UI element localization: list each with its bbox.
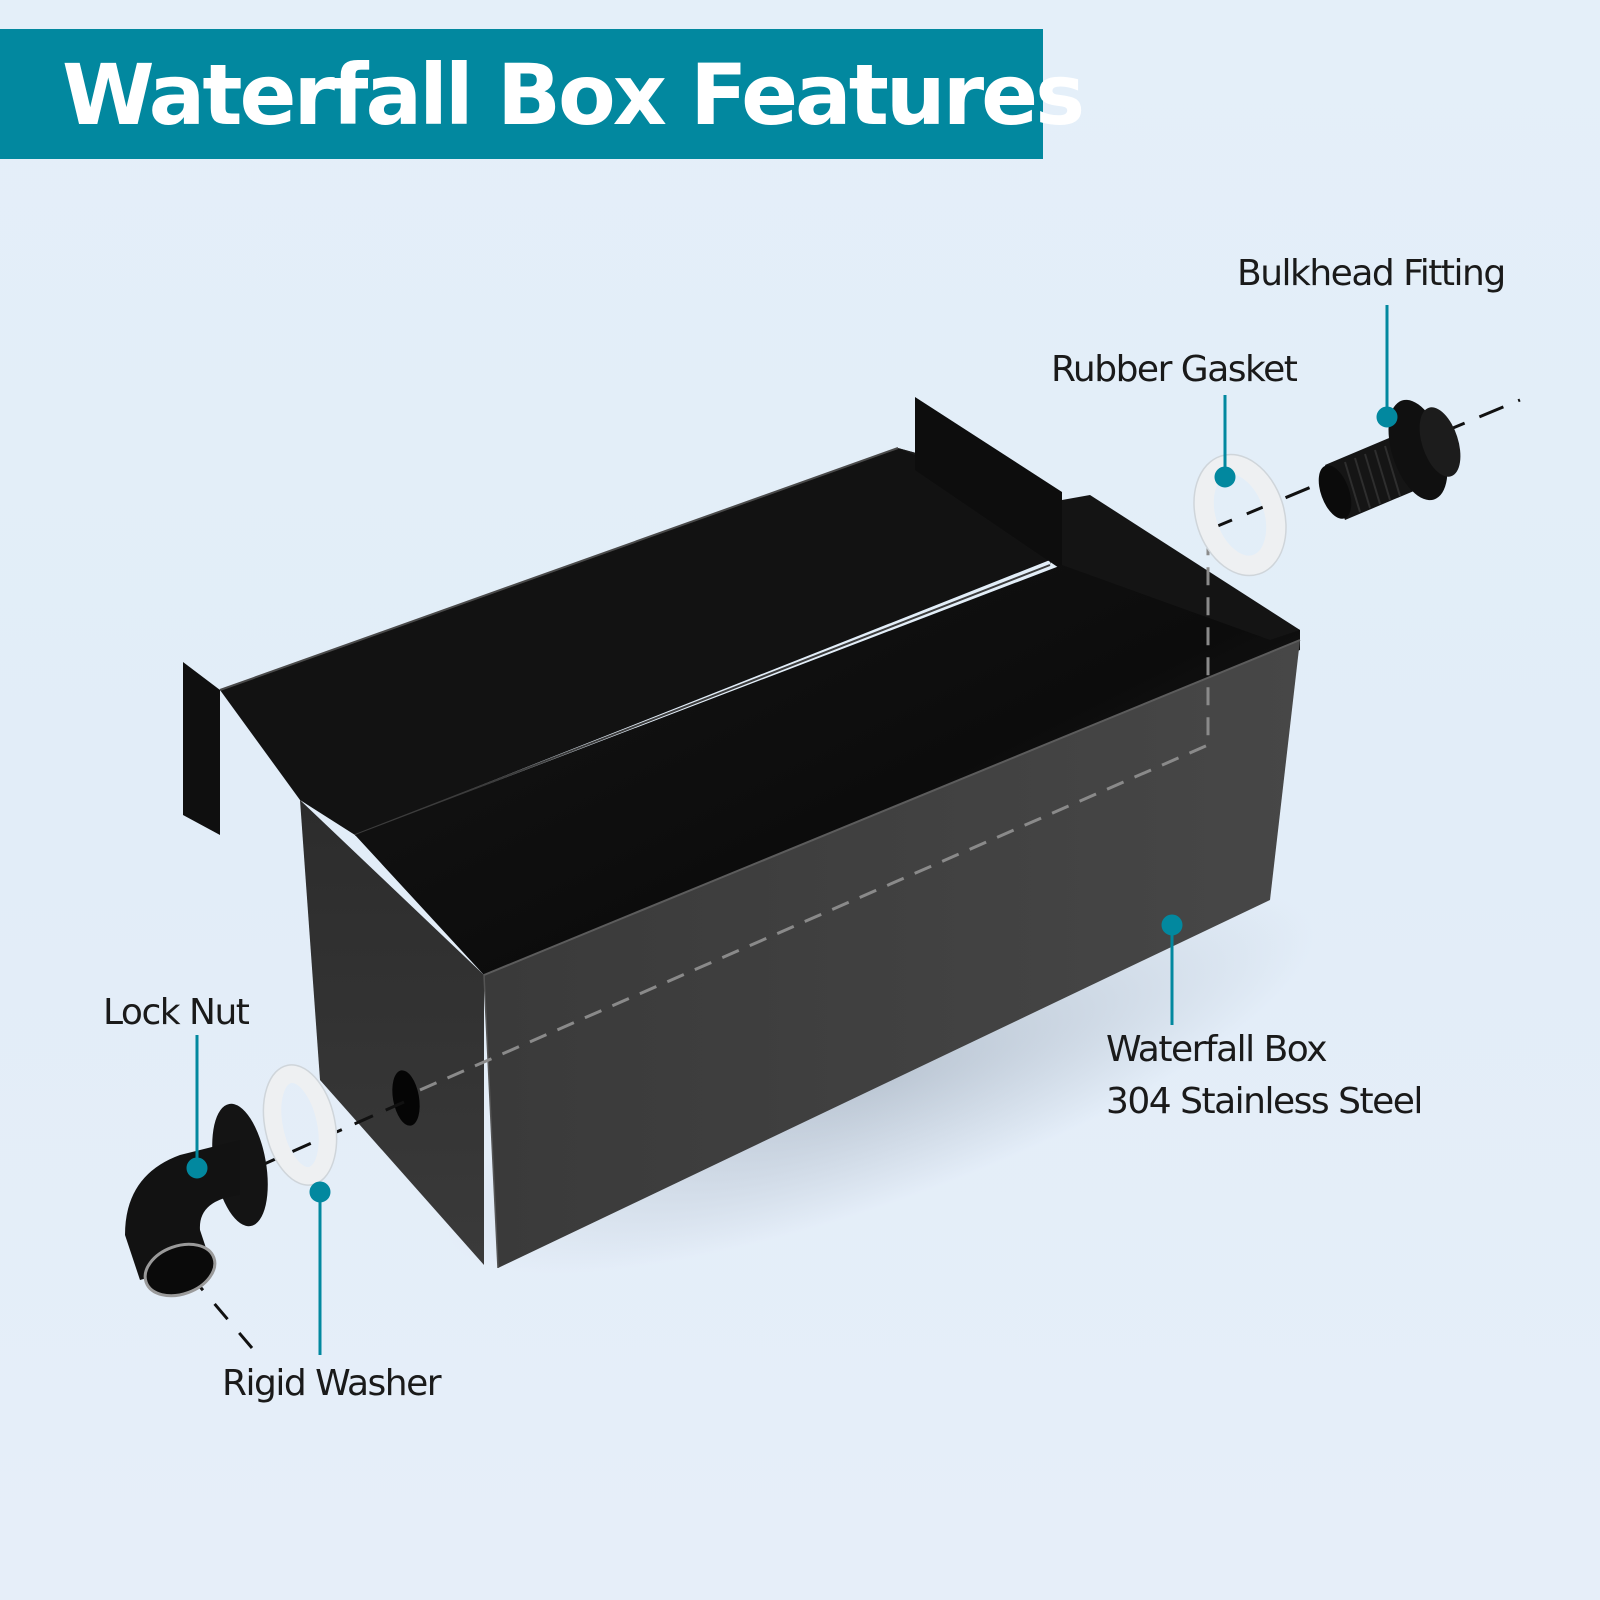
title-banner: Waterfall Box Features (0, 29, 1085, 159)
label-material: 304 Stainless Steel (1106, 1081, 1423, 1122)
label-bulkhead-fitting: Bulkhead Fitting (1237, 253, 1506, 294)
label-waterfall-box: Waterfall Box (1106, 1029, 1328, 1070)
rigid-washer-dot (309, 1181, 331, 1203)
waterfall-box (183, 397, 1301, 1269)
lock-nut-dot (186, 1157, 208, 1179)
bulkhead-fitting-dot (1376, 406, 1398, 428)
drain-hole (392, 1070, 420, 1126)
callout-leaders (186, 305, 1398, 1355)
lock-nut (125, 1103, 268, 1298)
label-rigid-washer: Rigid Washer (222, 1363, 442, 1404)
label-lock-nut: Lock Nut (103, 992, 250, 1033)
page-title: Waterfall Box Features (62, 46, 1085, 144)
rubber-gasket-dot (1214, 466, 1236, 488)
waterfall-box-dot (1161, 914, 1183, 936)
bulkhead-fitting (1318, 399, 1461, 520)
label-rubber-gasket: Rubber Gasket (1051, 349, 1298, 390)
